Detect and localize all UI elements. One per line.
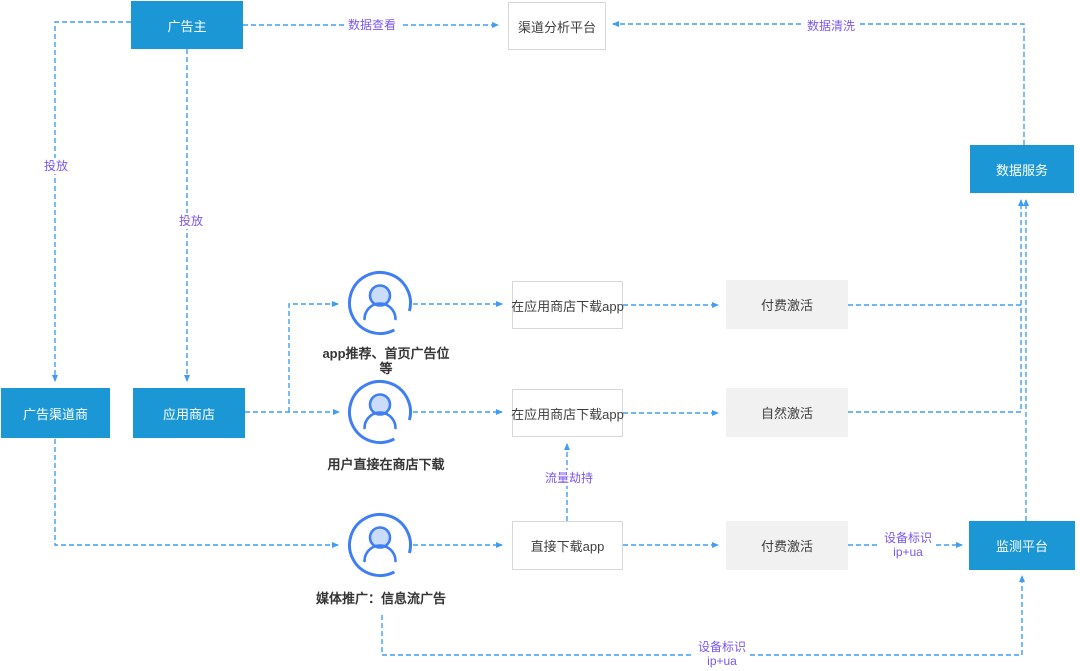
edge-label-data-view: 数据查看 — [343, 17, 401, 33]
edge-label-device-id-mid-line2: ip+ua — [893, 545, 923, 559]
node-natural-activation: 自然激活 — [726, 388, 848, 437]
edge-label-traffic-hijack: 流量劫持 — [540, 470, 598, 486]
caption-media-line1: 媒体推广：信息流广告 — [315, 591, 446, 606]
node-channel-analysis-platform: 渠道分析平台 — [508, 2, 606, 50]
caption-direct-store: 用户直接在商店下载 — [300, 457, 472, 472]
edge-label-device-id-bottom: 设备标识 ip+ua — [693, 639, 751, 669]
node-app-store: 应用商店 — [133, 388, 245, 438]
node-paid-activation-top: 付费激活 — [726, 280, 848, 329]
user-icon-media — [348, 513, 412, 577]
edge-label-deploy-left: 投放 — [39, 158, 73, 174]
node-direct-download: 直接下载app — [512, 521, 623, 570]
caption-recommend-line1: app推荐、首页广告位 — [322, 346, 450, 361]
node-download-in-store-1: 在应用商店下载app — [511, 281, 624, 329]
user-icon-recommend — [348, 271, 412, 335]
node-ad-channel-vendor: 广告渠道商 — [1, 388, 110, 438]
node-download-in-store-2: 在应用商店下载app — [511, 389, 624, 437]
caption-direct-store-line1: 用户直接在商店下载 — [327, 457, 445, 472]
node-paid-activation-bottom: 付费激活 — [726, 521, 848, 570]
edge-label-data-clean: 数据清洗 — [802, 18, 860, 34]
edge-label-device-id-bottom-line1: 设备标识 — [697, 640, 747, 654]
caption-recommend: app推荐、首页广告位 等 — [300, 346, 472, 376]
node-advertiser: 广告主 — [131, 1, 243, 49]
edge-label-deploy-right: 投放 — [174, 213, 208, 229]
edge-label-device-id-mid-line1: 设备标识 — [883, 531, 933, 545]
caption-recommend-line2: 等 — [379, 361, 393, 376]
edge-label-device-id-bottom-line2: ip+ua — [707, 654, 737, 668]
edge-label-device-id-mid: 设备标识 ip+ua — [879, 530, 937, 560]
node-data-service: 数据服务 — [970, 145, 1074, 193]
node-monitor-platform: 监测平台 — [969, 521, 1075, 570]
caption-media: 媒体推广：信息流广告 — [295, 591, 467, 606]
user-icon-direct-store — [348, 380, 412, 444]
